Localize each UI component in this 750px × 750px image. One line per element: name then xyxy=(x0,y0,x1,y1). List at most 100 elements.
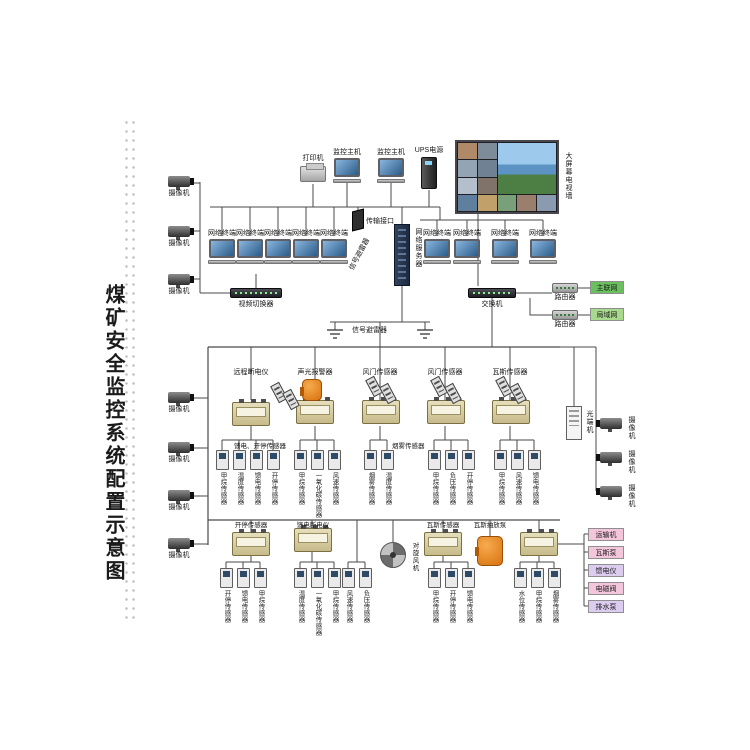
sensor-unit: 甲烷传感器 xyxy=(529,568,545,636)
sensor-unit: 甲烷传感器 xyxy=(292,450,308,518)
sensor-icon xyxy=(341,568,355,588)
camera-label: 摄像机 xyxy=(168,240,190,247)
sensor-label: 开停传感器 xyxy=(448,590,455,623)
monitor-icon xyxy=(265,239,291,258)
camera-icon xyxy=(168,226,194,240)
sensor-icon xyxy=(427,568,441,588)
sensor-label: 甲烷传感器 xyxy=(219,472,226,505)
sensor-label: 一氧化碳传感器 xyxy=(314,590,321,636)
sensor-icon xyxy=(236,568,250,588)
device-label: 远程断电仪 xyxy=(233,369,269,376)
device-label: 瓦斯传感器 xyxy=(426,522,460,529)
monitor-host-1: 监控主机 xyxy=(330,147,364,183)
keyboard-icon xyxy=(320,260,348,264)
keyboard-icon xyxy=(377,179,405,183)
device-label: 风门传感器 xyxy=(362,369,398,376)
sensor-icon xyxy=(461,450,475,470)
monitor-icon xyxy=(237,239,263,258)
printer-icon xyxy=(300,163,326,182)
router-icon xyxy=(552,283,578,293)
sensor-icon xyxy=(363,450,377,470)
keyboard-icon xyxy=(529,260,557,264)
sensor-icon xyxy=(427,450,441,470)
wall-screen xyxy=(477,143,497,160)
wall-screen xyxy=(477,177,497,194)
ups-label: UPS电源 xyxy=(414,147,444,154)
wall-screen xyxy=(458,160,477,177)
sensor-icon xyxy=(310,568,324,588)
camera-label: 摄像机 xyxy=(168,406,190,413)
sensor-unit: 开停传感器 xyxy=(218,568,234,636)
sensor-unit: 风速传感器 xyxy=(509,450,525,518)
sensor-icon xyxy=(253,568,267,588)
sensor-label: 烟雾传感器 xyxy=(551,590,558,623)
sensor-unit: 一氧化碳传感器 xyxy=(309,568,325,636)
switch-label: 交换机 xyxy=(481,301,503,308)
sensor-icon xyxy=(232,450,246,470)
substation xyxy=(424,529,462,556)
wall-main-screen xyxy=(497,143,556,194)
sensor-icon xyxy=(327,450,341,470)
sensor-label: 甲烷传感器 xyxy=(297,472,304,505)
sensor-unit: 烟雾传感器 xyxy=(546,568,562,636)
terminal-label: 网络终端 xyxy=(529,230,557,237)
substation xyxy=(520,529,558,556)
keyboard-icon xyxy=(333,179,361,183)
sensor-icon xyxy=(215,450,229,470)
host-label: 监控主机 xyxy=(333,149,361,156)
video-wall-label: 大屏幕电视墙 xyxy=(565,152,572,200)
sensor-unit: 甲烷传感器 xyxy=(426,450,442,518)
wall-screen xyxy=(477,194,497,211)
device-label: 风门传感器 xyxy=(427,369,463,376)
sensor-label: 甲烷传感器 xyxy=(257,590,264,623)
substation xyxy=(294,525,332,552)
sensor-icon xyxy=(461,568,475,588)
sensor-icon xyxy=(358,568,372,588)
monitor-icon xyxy=(293,239,319,258)
wall-screen xyxy=(537,194,556,211)
sensor-unit: 开停传感器 xyxy=(443,568,459,636)
sensor-unit: 负压传感器 xyxy=(357,568,373,636)
host-label: 监控主机 xyxy=(377,149,405,156)
network-terminal: 网络终端 xyxy=(233,228,267,264)
sensor-label: 甲烷传感器 xyxy=(431,590,438,623)
sensor-icon xyxy=(493,450,507,470)
lan-badge: 局域网 xyxy=(590,308,624,321)
sensor-icon xyxy=(510,450,524,470)
sensor-unit: 馈电传感器 xyxy=(235,568,251,636)
fan-icon xyxy=(380,542,406,568)
substation xyxy=(362,397,400,424)
sensor-label: 开停传感器 xyxy=(465,472,472,505)
sensor-unit: 风速传感器 xyxy=(340,568,356,636)
network-server-icon xyxy=(394,224,410,286)
device-label: 开停传感器 xyxy=(234,522,268,529)
sensor-label: 温度传感器 xyxy=(297,590,304,623)
monitor-icon xyxy=(454,239,480,258)
sensor-icon xyxy=(310,450,324,470)
fan-label: 对旋风机 xyxy=(411,542,418,572)
camera-icon xyxy=(168,392,194,406)
monitor-host-2: 监控主机 xyxy=(374,147,408,183)
terminal-label: 网络终端 xyxy=(208,230,236,237)
sensor-icon xyxy=(266,450,280,470)
sensor-unit: 甲烷传感器 xyxy=(426,568,442,636)
sensor-icon xyxy=(380,450,394,470)
keyboard-icon xyxy=(236,260,264,264)
arrester-label: 信号避雷器 xyxy=(352,327,387,334)
sensor-icon xyxy=(327,568,341,588)
camera-label: 摄像机 xyxy=(168,552,190,559)
monitor-icon xyxy=(424,239,450,258)
wall-screen xyxy=(517,194,537,211)
sensor-label: 风速传感器 xyxy=(331,472,338,505)
keyboard-icon xyxy=(208,260,236,264)
monitor-icon xyxy=(378,158,404,177)
sensor-unit: 风速传感器 xyxy=(326,450,342,518)
router-icon xyxy=(552,310,578,320)
keyboard-icon xyxy=(292,260,320,264)
sensor-unit: 水位传感器 xyxy=(512,568,528,636)
network-terminal: 网络终端 xyxy=(205,228,239,264)
router-label: 路由器 xyxy=(554,321,576,328)
monitor-icon xyxy=(321,239,347,258)
